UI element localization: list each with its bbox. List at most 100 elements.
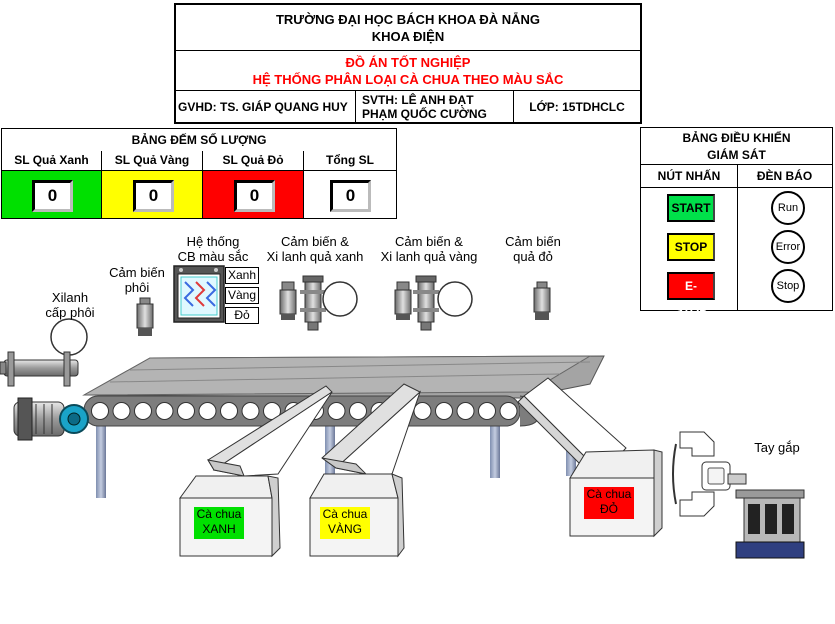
color-system-label-1: Hệ thống <box>186 234 240 249</box>
counter-value: 0 <box>234 180 275 212</box>
part-sensor <box>136 297 154 336</box>
chute-red <box>517 377 627 481</box>
bin-yellow-line2: VÀNG <box>327 522 362 536</box>
university-name: TRƯỜNG ĐẠI HỌC BÁCH KHOA ĐÀ NẴNG <box>275 12 541 27</box>
student-1: SVTH: LÊ ANH ĐẠT <box>362 93 474 107</box>
red-sensor <box>533 281 551 320</box>
gripper <box>672 431 805 559</box>
feed-cylinder-label: Xilanh cấp phôi <box>30 290 110 320</box>
green-sensor-label: Cảm biến & Xi lanh quả xanh <box>260 234 370 264</box>
roller <box>435 402 453 420</box>
color-label-green: Xanh <box>225 267 259 284</box>
control-title-line2: GIÁM SÁT <box>707 148 766 162</box>
counter-column: SL Quả Xanh 0 <box>2 151 102 218</box>
roller <box>155 402 174 420</box>
part-sensor-label-2: phôi <box>124 280 150 295</box>
roller <box>177 402 195 420</box>
lamp-error: Error <box>771 230 805 264</box>
counter-column: SL Quả Đỏ 0 <box>203 151 304 218</box>
roller <box>241 402 260 420</box>
counter-value: 0 <box>32 180 73 212</box>
bin-red-label: Cà chua ĐỎ <box>584 487 634 519</box>
green-sensor-label-2: Xi lanh quả xanh <box>266 249 364 264</box>
bin-yellow-label: Cà chua VÀNG <box>320 507 370 539</box>
bin-red-line1: Cà chua <box>586 487 632 501</box>
color-system-label-2: CB màu sắc <box>177 249 249 264</box>
counter-column: Tổng SL 0 <box>304 151 396 218</box>
red-sensor-label: Cảm biến quả đỏ <box>498 234 568 264</box>
roller <box>91 402 109 420</box>
control-panel: BẢNG ĐIỀU KHIỂN GIÁM SÁT NÚT NHẤN ĐÈN BÁ… <box>640 127 833 317</box>
conveyor-motor <box>13 397 89 441</box>
counter-body: 0 <box>203 171 303 218</box>
feed-cylinder-label-2: cấp phôi <box>45 305 95 320</box>
chute-green <box>206 385 333 477</box>
roller <box>198 402 217 420</box>
lamps-header: ĐÈN BÁO <box>737 165 832 188</box>
part-sensor-label-1: Cảm biến <box>109 265 165 280</box>
red-sensor-label-1: Cảm biến <box>505 234 561 249</box>
red-sensor-label-2: quả đỏ <box>513 249 553 264</box>
column-divider <box>737 187 738 311</box>
yellow-sensor-label-2: Xi lanh quả vàng <box>380 249 478 264</box>
bin-green-line2: XANH <box>202 522 236 536</box>
counter-body: 0 <box>304 171 396 218</box>
green-sensor-label-1: Cảm biến & <box>281 234 349 249</box>
color-label-yellow: Vàng <box>225 287 259 304</box>
lamp-run: Run <box>771 191 805 225</box>
gripper-label: Tay gắp <box>754 440 800 455</box>
project-type: ĐỒ ÁN TỐT NGHIỆP <box>345 55 471 70</box>
counter-label: SL Quả Xanh <box>2 151 101 171</box>
e-stop-button[interactable]: E-STOP <box>667 272 715 317</box>
faculty-name: KHOA ĐIỆN <box>371 29 445 44</box>
counter-value: 0 <box>133 180 174 212</box>
roller <box>456 402 475 420</box>
counter-body: 0 <box>2 171 101 218</box>
counter-label: Tổng SL <box>304 151 396 171</box>
counter-value: 0 <box>330 180 371 212</box>
student-2: PHẠM QUỐC CƯỜNG <box>362 107 487 121</box>
project-header: TRƯỜNG ĐẠI HỌC BÁCH KHOA ĐÀ NẴNG KHOA ĐI… <box>174 3 642 124</box>
bin-green-line1: Cà chua <box>196 507 242 521</box>
yellow-sensor-label-1: Cảm biến & <box>395 234 463 249</box>
university-block: TRƯỜNG ĐẠI HỌC BÁCH KHOA ĐÀ NẴNG KHOA ĐI… <box>176 5 640 51</box>
advisor: GVHD: TS. GIÁP QUANG HUY <box>176 90 356 124</box>
yellow-sensor-label: Cảm biến & Xi lanh quả vàng <box>374 234 484 264</box>
roller <box>499 402 518 420</box>
part-sensor-label: Cảm biến phôi <box>102 265 172 295</box>
feed-cylinder <box>0 318 88 387</box>
project-title-block: ĐỒ ÁN TỐT NGHIỆP HỆ THỐNG PHÂN LOẠI CÀ C… <box>176 50 640 91</box>
roller <box>413 402 432 420</box>
start-button[interactable]: START <box>667 194 715 222</box>
counter-label: SL Quả Vàng <box>102 151 202 171</box>
counter-column: SL Quả Vàng 0 <box>102 151 203 218</box>
roller <box>478 402 496 420</box>
bin-yellow-line1: Cà chua <box>322 507 368 521</box>
roller <box>327 402 346 420</box>
lamp-stop: Stop <box>771 269 805 303</box>
color-sensor-system <box>173 265 225 323</box>
bin-red-line2: ĐỎ <box>600 502 618 516</box>
color-system-label: Hệ thống CB màu sắc <box>168 234 258 264</box>
students: SVTH: LÊ ANH ĐẠT PHẠM QUỐC CƯỜNG <box>356 90 514 124</box>
feed-cylinder-label-1: Xilanh <box>51 290 89 305</box>
control-title-line1: BẢNG ĐIỀU KHIỂN <box>682 131 791 145</box>
class-code: LỚP: 15TDHCLC <box>529 100 625 114</box>
green-sensor-cylinder <box>279 275 358 331</box>
roller <box>220 402 238 420</box>
buttons-header: NÚT NHẤN <box>641 165 738 188</box>
project-title: HỆ THỐNG PHÂN LOẠI CÀ CHUA THEO MÀU SẮC <box>252 72 564 87</box>
stop-button[interactable]: STOP <box>667 233 715 261</box>
control-title: BẢNG ĐIỀU KHIỂN GIÁM SÁT <box>641 128 832 165</box>
roller <box>112 402 131 420</box>
roller <box>349 402 367 420</box>
roller <box>134 402 152 420</box>
bin-green-label: Cà chua XANH <box>194 507 244 539</box>
counter-body: 0 <box>102 171 202 218</box>
yellow-sensor-cylinder <box>394 275 473 331</box>
counter-label: SL Quả Đỏ <box>203 151 303 171</box>
chute-yellow <box>321 383 422 475</box>
color-label-red: Đỏ <box>225 307 259 324</box>
